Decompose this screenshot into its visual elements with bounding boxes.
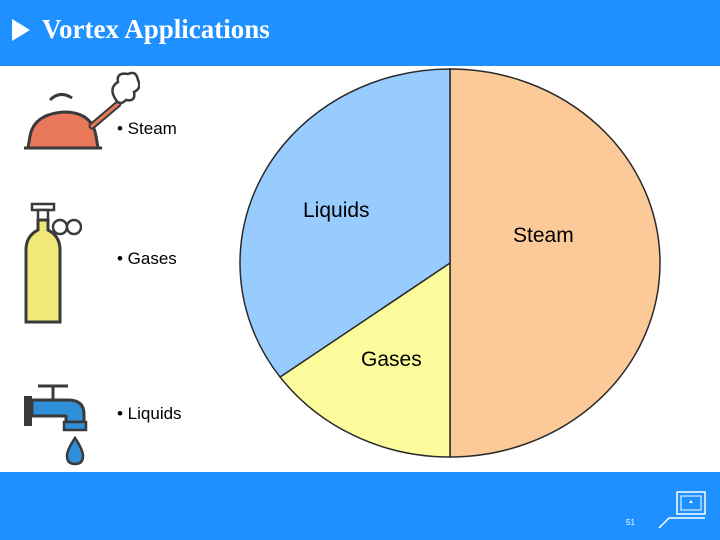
kettle-icon: [24, 71, 140, 150]
play-arrow-icon: [12, 19, 30, 41]
computer-icon: [658, 491, 706, 529]
slice-label-gases: Gases: [361, 348, 422, 371]
pie-slice-gases: [279, 261, 451, 458]
bullet-gases: • Gases: [117, 249, 177, 268]
pie-slice-liquids: [239, 68, 451, 379]
faucet-icon: [24, 384, 88, 466]
slide-title: Vortex Applications: [42, 14, 270, 44]
gas-bottle-icon: [24, 202, 82, 324]
pie-slice-steam: [449, 68, 661, 458]
slice-label-steam: Steam: [513, 224, 574, 247]
page-number: 51: [626, 518, 635, 527]
slice-label-liquids: Liquids: [303, 199, 370, 222]
bullet-liquids: • Liquids: [117, 404, 182, 423]
footer-bar: [0, 472, 720, 540]
title-bar: [0, 0, 720, 66]
bullet-steam: • Steam: [117, 119, 177, 138]
pie-chart: [239, 68, 661, 458]
